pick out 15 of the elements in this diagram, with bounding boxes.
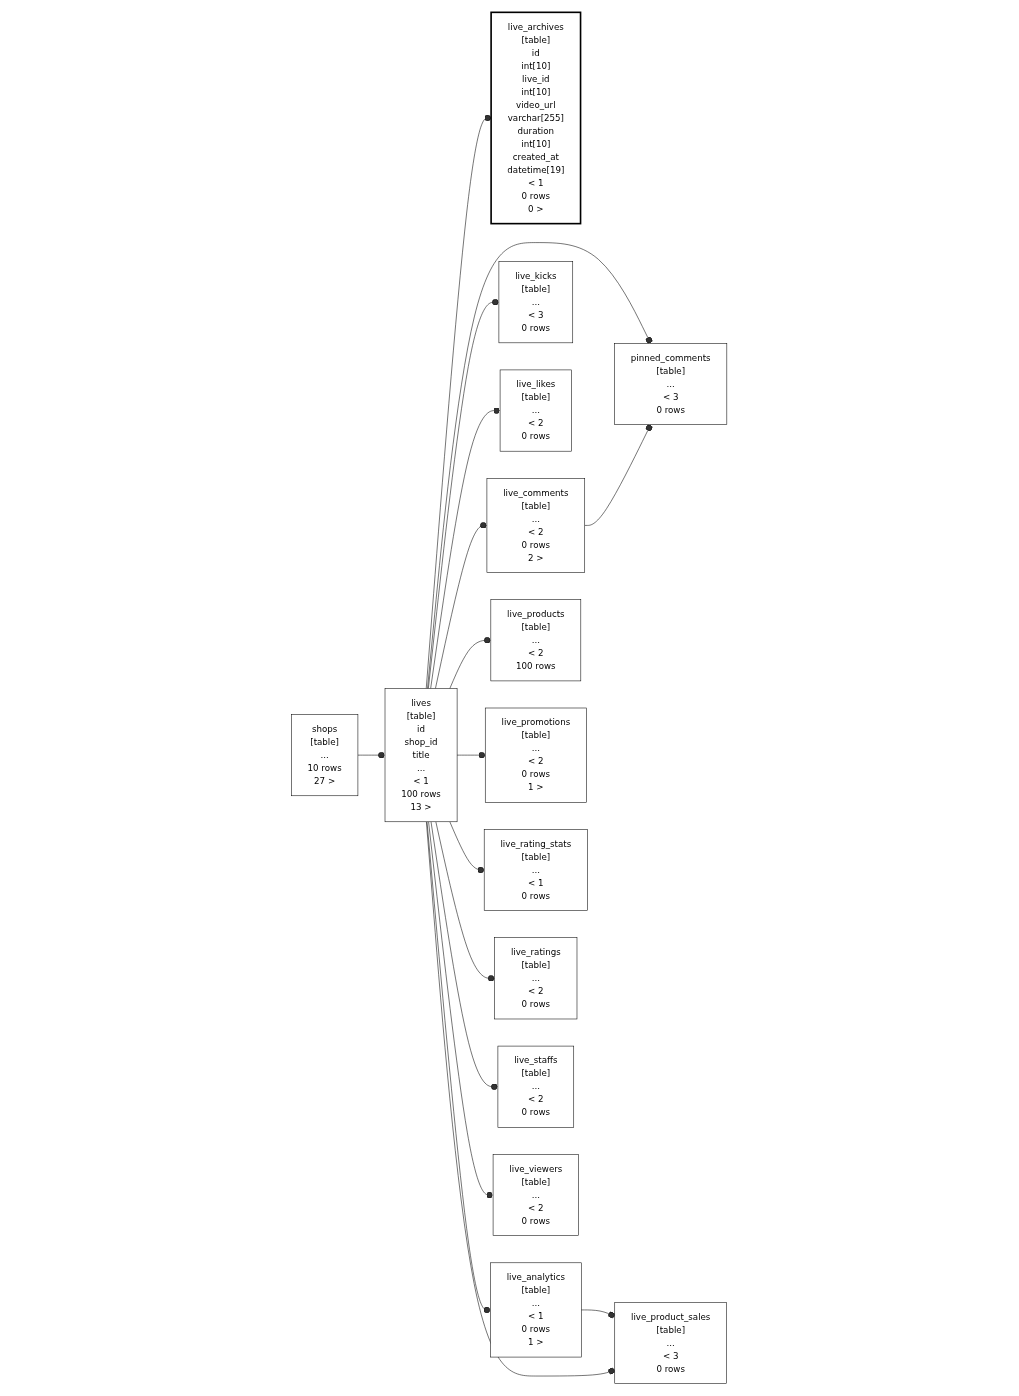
node-box: pinned_comments [table] ... < 3 0 rows bbox=[614, 343, 728, 425]
node-box: live_products [table] ... < 2 100 rows bbox=[490, 599, 582, 682]
node-box: live_product_sales [table] ... < 3 0 rows bbox=[614, 1302, 728, 1384]
node-box: lives [table] id shop_id title ... < 1 100 rows 13 > bbox=[385, 688, 458, 823]
node-box: live_likes [table] ... < 2 0 rows bbox=[500, 369, 573, 452]
node-box: live_kicks [table] ... < 3 0 rows bbox=[499, 261, 574, 344]
node-box: live_promotions [table] ... < 2 0 rows 1 > bbox=[485, 707, 588, 803]
node-box: live_ratings [table] ... < 2 0 rows bbox=[494, 937, 578, 1020]
node-box: live_archives [table] id int[10] live_id int[10] video_url varchar[255] duration int[10] created_at datetime[19] < 1 0 rows 0 > bbox=[490, 11, 582, 225]
node-box: live_viewers [table] ... < 2 0 rows bbox=[493, 1154, 580, 1236]
node-box: live_comments [table] ... < 2 0 rows 2 > bbox=[487, 478, 586, 573]
node-box: live_rating_stats [table] ... < 1 0 rows bbox=[484, 829, 589, 911]
node-box: live_staffs [table] ... < 2 0 rows bbox=[498, 1045, 575, 1128]
node-box: shops [table] ... 10 rows 27 > bbox=[291, 714, 359, 797]
node-box: live_analytics [table] ... < 1 0 rows 1 > bbox=[490, 1262, 582, 1358]
